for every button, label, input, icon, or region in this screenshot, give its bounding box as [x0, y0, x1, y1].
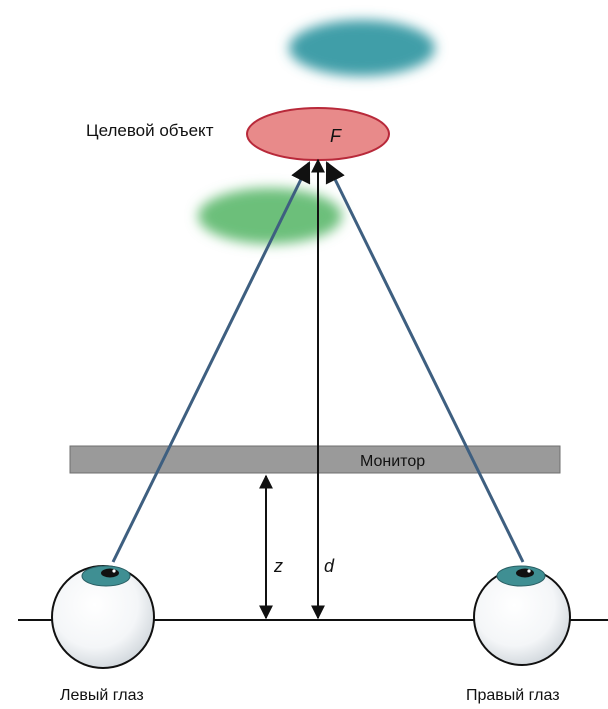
monitor-label: Монитор	[360, 453, 425, 470]
blurred-object-far	[289, 20, 435, 76]
target-label: Целевой объект	[86, 121, 214, 140]
target-object	[246, 107, 390, 161]
d-label: d	[324, 556, 335, 576]
blurred-object-near	[198, 188, 342, 244]
left-eye-pupil	[101, 568, 119, 578]
left-eye	[51, 565, 155, 669]
left-eye-ray	[111, 161, 311, 563]
right-eye-label: Правый глаз	[466, 687, 560, 704]
right-eye-pupil	[516, 568, 534, 578]
left-eye-label: Левый глаз	[60, 687, 144, 704]
right-eye	[473, 565, 571, 666]
focus-label: F	[330, 126, 342, 146]
monitor	[69, 445, 561, 474]
z-label: z	[273, 556, 283, 576]
right-eye-ray	[325, 161, 525, 563]
